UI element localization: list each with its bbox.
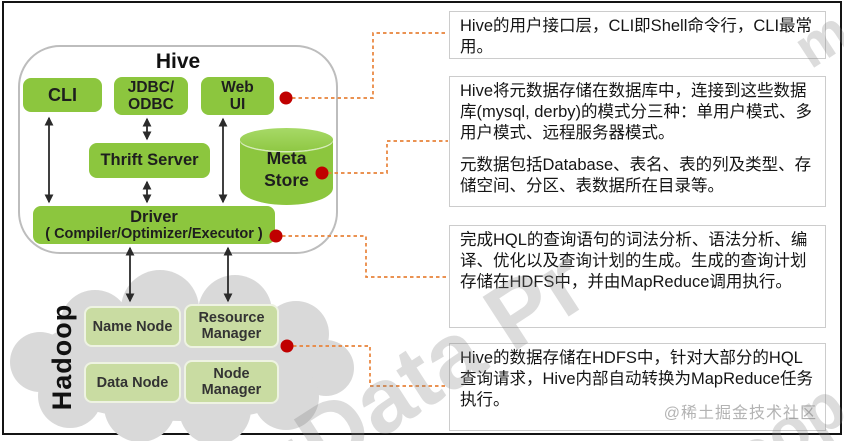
outer-frame — [2, 1, 842, 435]
